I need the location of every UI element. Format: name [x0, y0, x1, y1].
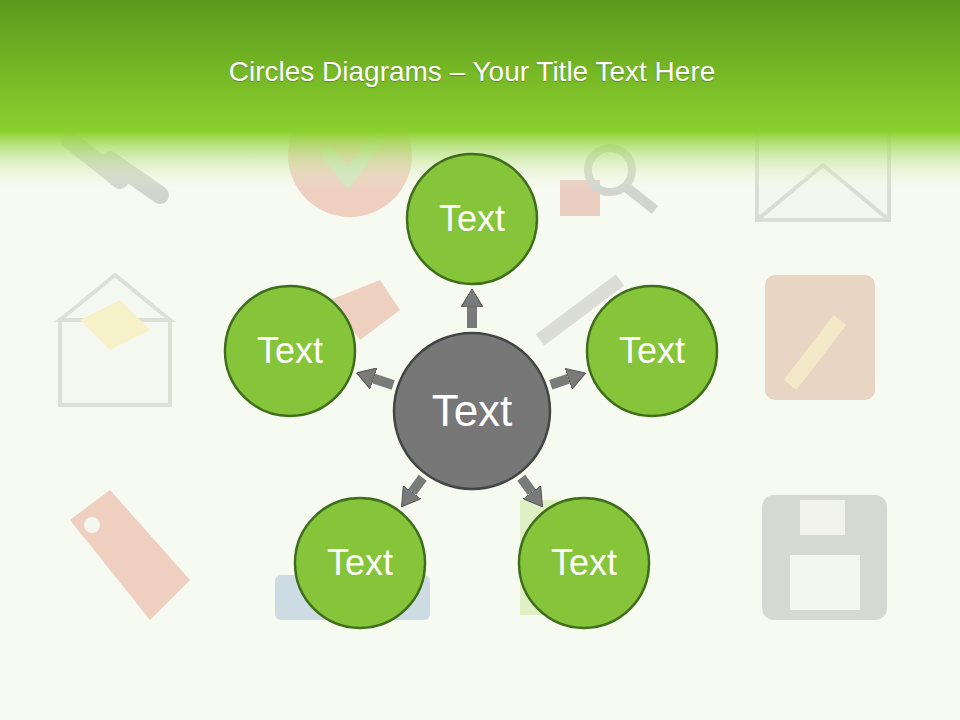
node-label: Text	[257, 331, 323, 371]
floppy-shutter	[800, 500, 845, 535]
node-texts: Text	[517, 496, 651, 630]
outer-circle: Text	[293, 496, 427, 630]
block-arrow	[521, 478, 532, 492]
header-band	[0, 0, 960, 132]
node-label: Text	[432, 387, 513, 435]
floppy-label	[790, 555, 860, 610]
letter	[80, 300, 150, 350]
circle-shape	[394, 333, 550, 489]
node-texts: Text	[405, 152, 539, 286]
tag-icon	[70, 490, 190, 620]
circle-shape	[407, 154, 537, 284]
circle-shape	[225, 286, 355, 416]
floppy-icon	[762, 495, 887, 620]
circle-shape	[519, 498, 649, 628]
outer-circle: Text	[405, 152, 539, 286]
notebook-icon	[765, 275, 875, 400]
node-texts: Text	[585, 284, 719, 418]
slide-title: Circles Diagrams – Your Title Text Here	[0, 56, 944, 88]
circle-shape	[587, 286, 717, 416]
pencil-icon	[790, 320, 840, 385]
outer-circle: Text	[223, 284, 357, 418]
node-label: Text	[327, 543, 393, 583]
block-arrow	[551, 379, 569, 385]
node-label: Text	[551, 543, 617, 583]
outer-circle: Text	[585, 284, 719, 418]
node-label: Text	[439, 199, 505, 239]
node-label: Text	[619, 331, 685, 371]
tag-hole	[84, 517, 100, 533]
node-texts: Text	[223, 284, 357, 418]
outer-circle: Text	[517, 496, 651, 630]
node-texts: Text	[392, 331, 552, 491]
circle-shape	[295, 498, 425, 628]
node-texts: Text	[293, 496, 427, 630]
center-circle: Text	[392, 331, 552, 491]
block-arrow	[467, 307, 477, 328]
block-arrow	[412, 478, 423, 492]
block-arrow	[374, 379, 394, 385]
